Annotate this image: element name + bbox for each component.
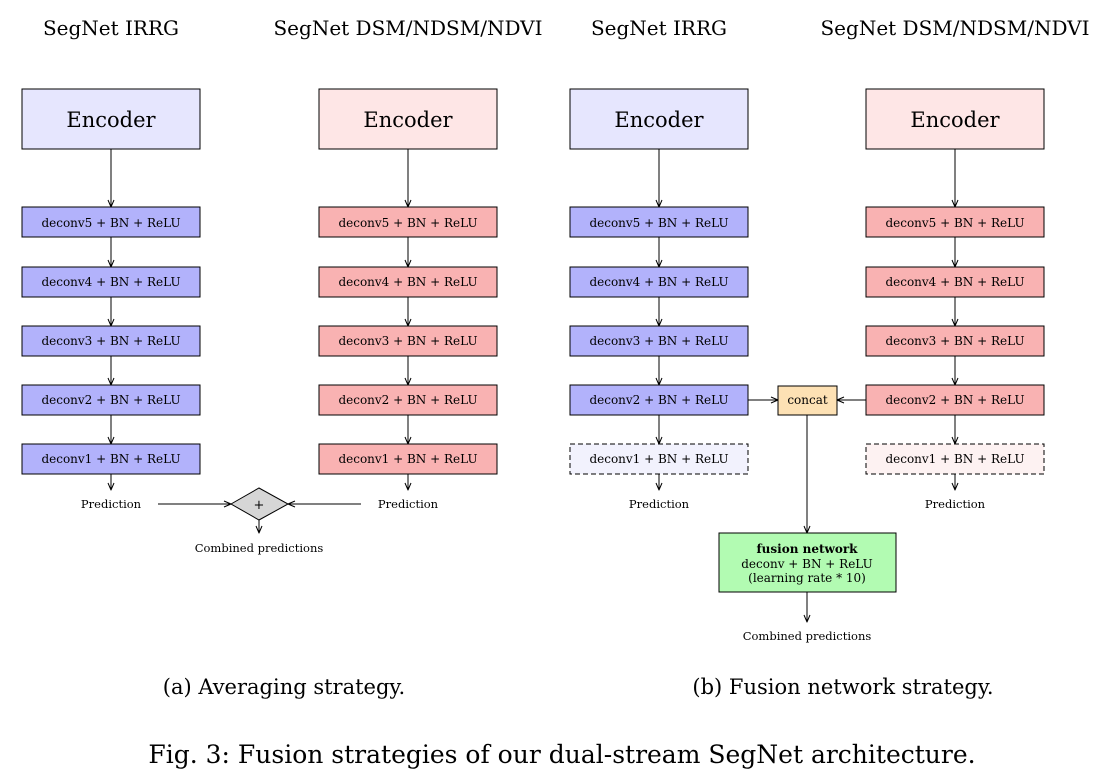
deconv5-box: [318, 206, 498, 238]
encoder-label: Encoder: [363, 108, 453, 132]
deconv3-label: deconv3 + BN + ReLU: [885, 334, 1024, 348]
deconv2-box: [865, 384, 1045, 416]
deconv2-box: [569, 384, 749, 416]
prediction-label: Prediction: [378, 497, 439, 511]
encoder-label: Encoder: [910, 108, 1000, 132]
encoder-box: [21, 88, 201, 150]
combined-predictions-label: Combined predictions: [195, 541, 324, 555]
deconv5-label: deconv5 + BN + ReLU: [885, 216, 1024, 230]
deconv4-box: [569, 266, 749, 298]
deconv3-box: [865, 325, 1045, 357]
fusion-network-box: [718, 532, 897, 593]
fusion-network-line2: (learning rate * 10): [748, 571, 866, 585]
deconv2-label: deconv2 + BN + ReLU: [589, 393, 728, 407]
plus-symbol: +: [254, 498, 265, 513]
deconv1-label: deconv1 + BN + ReLU: [885, 452, 1024, 466]
deconv3-label: deconv3 + BN + ReLU: [41, 334, 180, 348]
deconv1-box-faded: [569, 443, 749, 475]
deconv1-box-faded: [865, 443, 1045, 475]
panel-b-caption: (b) Fusion network strategy.: [692, 675, 993, 699]
concat-box: [777, 385, 838, 416]
deconv4-label: deconv4 + BN + ReLU: [41, 275, 180, 289]
panel-b: SegNet IRRG SegNet DSM/NDSM/NDVI Encoder…: [569, 16, 1090, 699]
deconv5-label: deconv5 + BN + ReLU: [41, 216, 180, 230]
panel-b-right-heading: SegNet DSM/NDSM/NDVI: [820, 16, 1089, 40]
deconv4-box: [865, 266, 1045, 298]
deconv1-label: deconv1 + BN + ReLU: [338, 452, 477, 466]
deconv1-label: deconv1 + BN + ReLU: [589, 452, 728, 466]
deconv3-label: deconv3 + BN + ReLU: [589, 334, 728, 348]
panel-b-left-stream: Encoder deconv5 + BN + ReLU deconv4 + BN…: [569, 88, 749, 511]
panel-a-right-stream: Encoder deconv5 + BN + ReLU deconv4 + BN…: [318, 88, 498, 511]
concat-label: concat: [787, 393, 828, 407]
deconv4-label: deconv4 + BN + ReLU: [885, 275, 1024, 289]
figure-caption: Fig. 3: Fusion strategies of our dual-st…: [148, 740, 975, 769]
panel-a-left-stream: Encoder deconv5 + BN + ReLU deconv4 + BN…: [21, 88, 201, 511]
encoder-box: [865, 88, 1045, 150]
prediction-label: Prediction: [629, 497, 690, 511]
deconv2-label: deconv2 + BN + ReLU: [885, 393, 1024, 407]
deconv1-box: [21, 443, 201, 475]
deconv2-label: deconv2 + BN + ReLU: [41, 393, 180, 407]
deconv3-label: deconv3 + BN + ReLU: [338, 334, 477, 348]
deconv5-box: [21, 206, 201, 238]
panel-b-right-stream: Encoder deconv5 + BN + ReLU deconv4 + BN…: [865, 88, 1045, 511]
deconv5-label: deconv5 + BN + ReLU: [338, 216, 477, 230]
panel-b-left-heading: SegNet IRRG: [591, 16, 727, 40]
deconv2-box: [21, 384, 201, 416]
deconv2-label: deconv2 + BN + ReLU: [338, 393, 477, 407]
deconv5-box: [865, 206, 1045, 238]
deconv1-label: deconv1 + BN + ReLU: [41, 452, 180, 466]
deconv4-label: deconv4 + BN + ReLU: [589, 275, 728, 289]
fusion-network-title: fusion network: [757, 542, 859, 556]
panel-a-left-heading: SegNet IRRG: [43, 16, 179, 40]
encoder-label: Encoder: [614, 108, 704, 132]
deconv3-box: [569, 325, 749, 357]
encoder-box: [318, 88, 498, 150]
encoder-box: [569, 88, 749, 150]
deconv4-box: [21, 266, 201, 298]
deconv4-label: deconv4 + BN + ReLU: [338, 275, 477, 289]
panel-a-caption: (a) Averaging strategy.: [163, 675, 405, 699]
fusion-network-line1: deconv + BN + ReLU: [741, 557, 872, 571]
combined-predictions-label: Combined predictions: [743, 629, 872, 643]
panel-a: SegNet IRRG SegNet DSM/NDSM/NDVI Encoder…: [21, 16, 543, 699]
deconv5-box: [569, 206, 749, 238]
deconv5-label: deconv5 + BN + ReLU: [589, 216, 728, 230]
deconv1-box: [318, 443, 498, 475]
panel-a-right-heading: SegNet DSM/NDSM/NDVI: [273, 16, 542, 40]
prediction-label: Prediction: [925, 497, 986, 511]
encoder-label: Encoder: [66, 108, 156, 132]
combine-node: [229, 487, 290, 521]
prediction-label: Prediction: [81, 497, 142, 511]
